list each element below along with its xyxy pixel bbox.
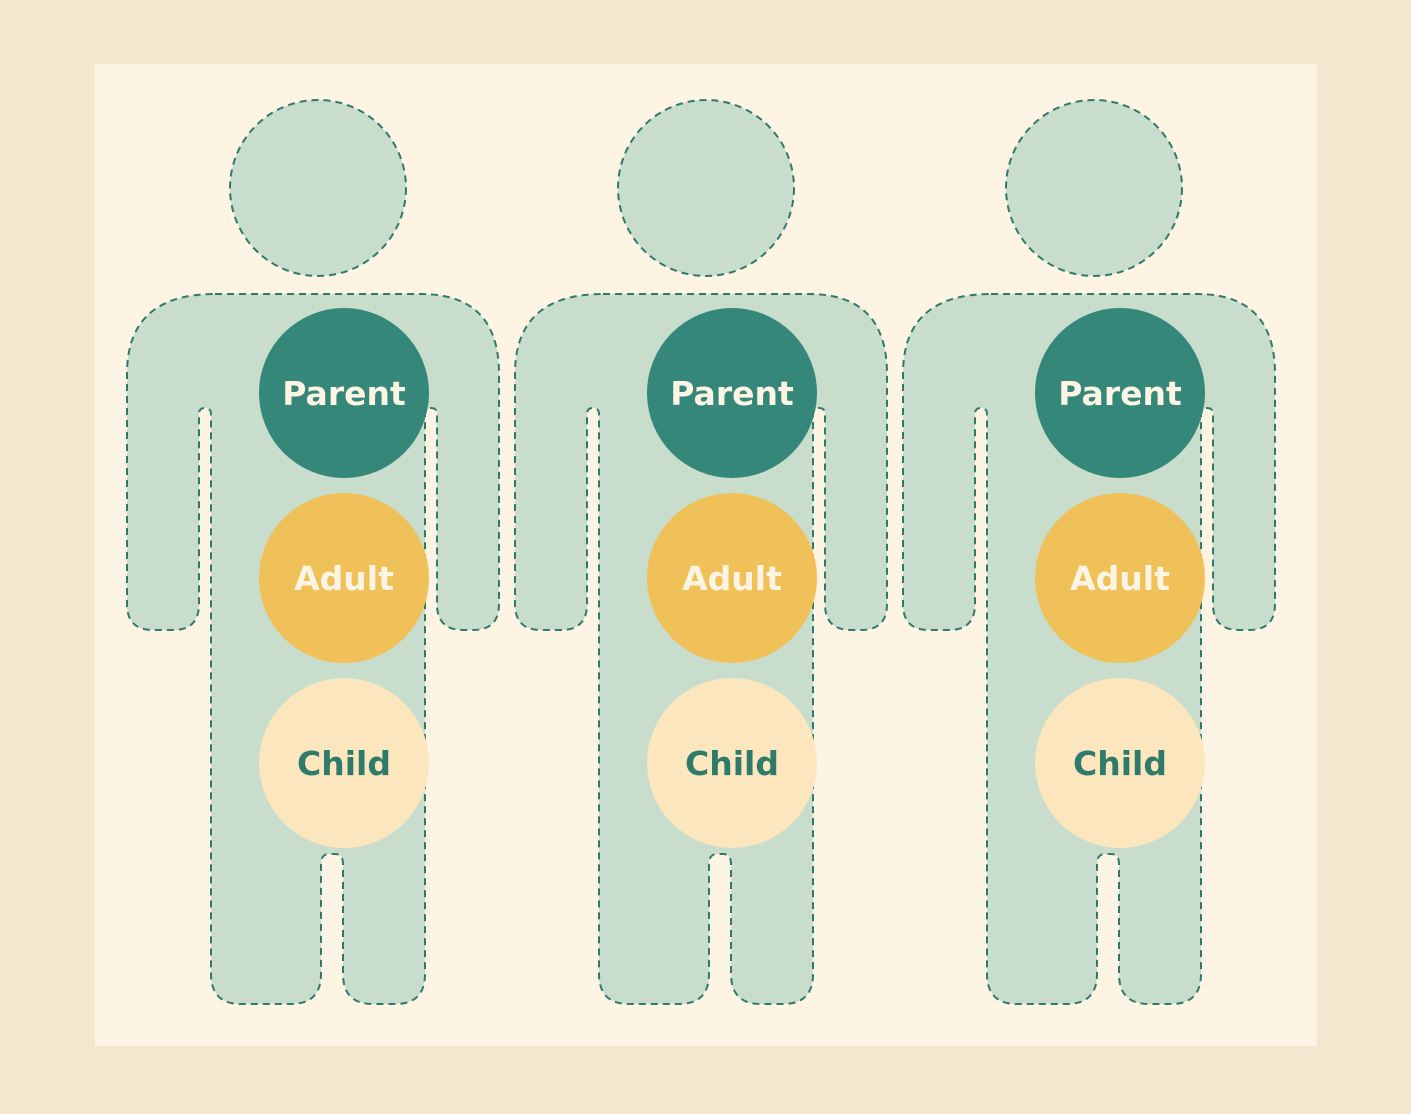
adult-ego-state: Adult [259, 493, 429, 663]
person-figure-1: Parent Adult Child [123, 64, 513, 1046]
child-ego-state: Child [259, 678, 429, 848]
diagram-panel: Parent Adult Child Parent Adult Child Pa… [95, 64, 1317, 1046]
adult-ego-state: Adult [647, 493, 817, 663]
parent-label: Parent [670, 373, 794, 413]
person-figure-2: Parent Adult Child [511, 64, 901, 1046]
adult-ego-state: Adult [1035, 493, 1205, 663]
child-label: Child [685, 743, 779, 783]
parent-label: Parent [282, 373, 406, 413]
parent-label: Parent [1058, 373, 1182, 413]
child-ego-state: Child [647, 678, 817, 848]
parent-ego-state: Parent [647, 308, 817, 478]
child-ego-state: Child [1035, 678, 1205, 848]
adult-label: Adult [294, 558, 394, 598]
parent-ego-state: Parent [1035, 308, 1205, 478]
adult-label: Adult [1070, 558, 1170, 598]
child-label: Child [297, 743, 391, 783]
parent-ego-state: Parent [259, 308, 429, 478]
adult-label: Adult [682, 558, 782, 598]
child-label: Child [1073, 743, 1167, 783]
person-figure-3: Parent Adult Child [899, 64, 1289, 1046]
